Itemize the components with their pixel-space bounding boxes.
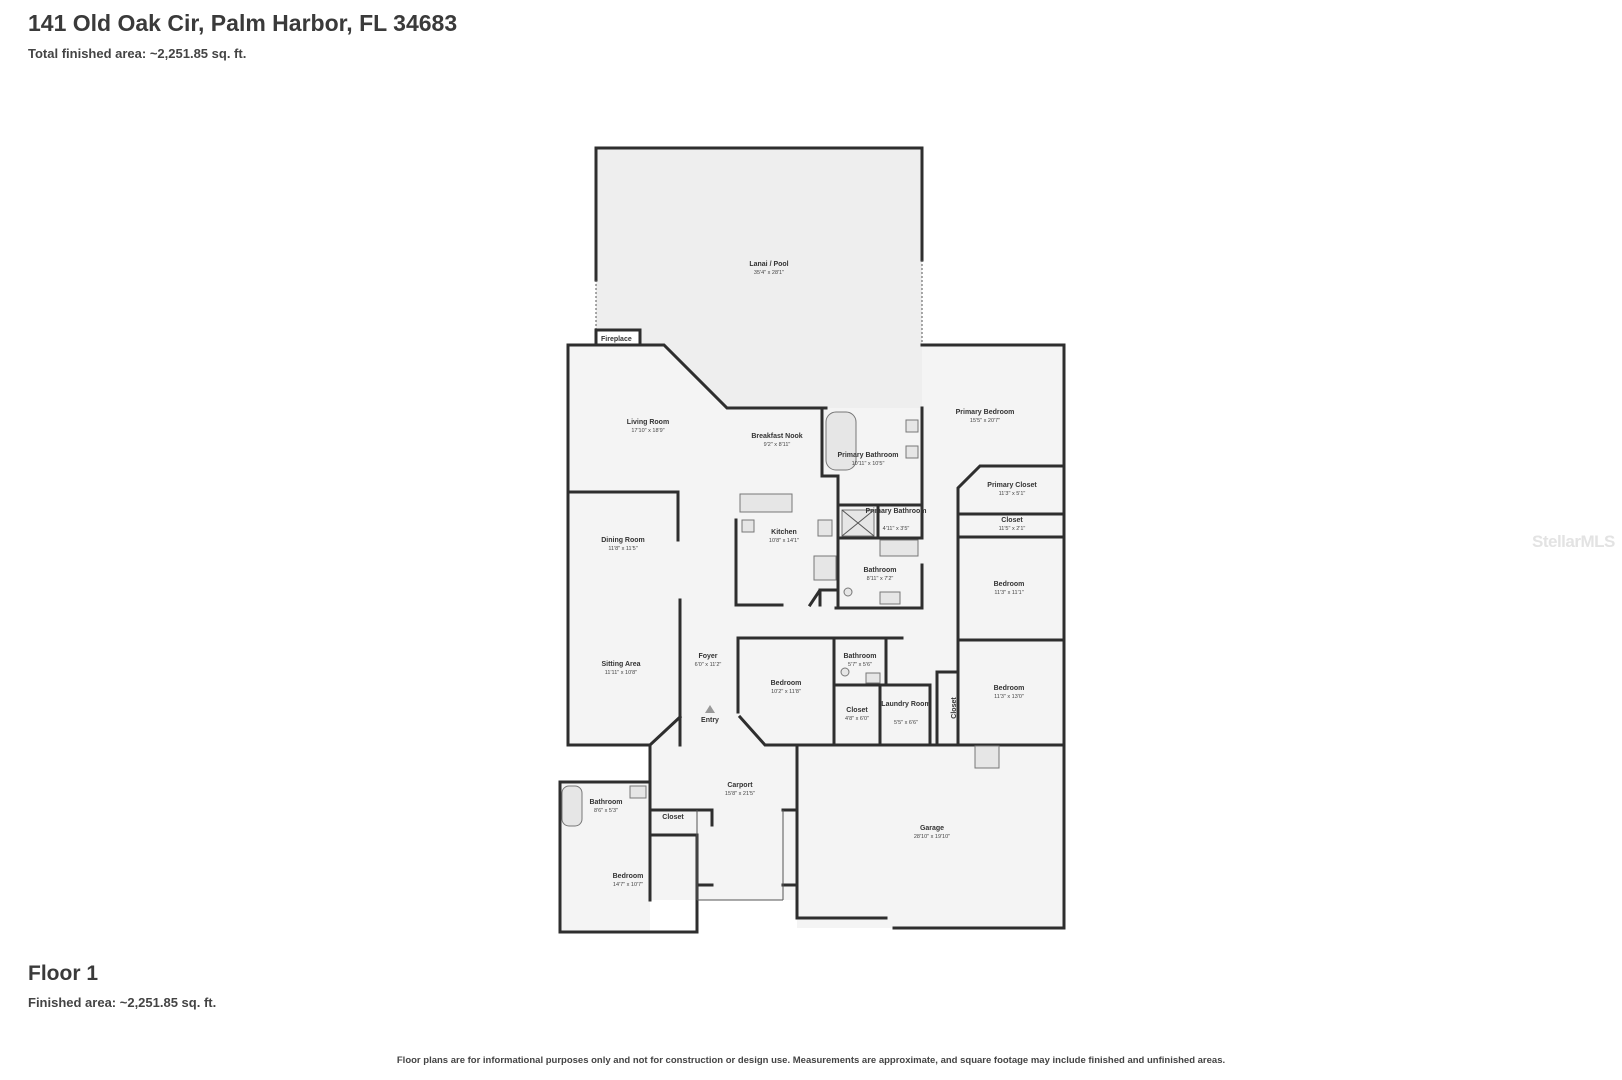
label-breakfast: Breakfast Nook: [751, 433, 802, 440]
dim-dining: 11'8" x 11'5": [608, 546, 637, 552]
dim-living: 17'10" x 18'9": [631, 428, 664, 434]
fireplace-label: Fireplace: [601, 336, 632, 343]
dim-kitchen: 10'8" x 14'1": [769, 538, 799, 544]
label-carport: Carport: [727, 782, 753, 789]
floor-title: Floor 1: [28, 962, 99, 985]
watermark-logo: StellarMLS: [1532, 532, 1615, 551]
dim-bedroom-a: 11'3" x 11'1": [994, 590, 1023, 596]
dim-closet-a: 11'5" x 2'1": [999, 526, 1026, 532]
label-living: Living Room: [627, 419, 669, 426]
dim-laundry: 5'5" x 6'6": [894, 720, 918, 726]
label-closet-b: Closet: [846, 707, 868, 714]
dim-bathroom-a: 8'11" x 7'2": [867, 576, 894, 582]
dim-bedroom-d: 14'7" x 10'7": [613, 882, 643, 888]
total-area-text: Total finished area: ~2,251.85 sq. ft.: [28, 46, 247, 61]
label-laundry: Laundry Room: [881, 701, 930, 708]
dim-foyer: 6'0" x 11'2": [695, 662, 722, 668]
dim-primary-bath2: 4'11" x 3'5": [883, 526, 910, 532]
label-sitting: Sitting Area: [601, 661, 640, 668]
dim-sitting: 11'11" x 10'8": [605, 670, 637, 676]
entry-arrow-icon: [705, 705, 715, 713]
interior-walls: [566, 406, 1066, 832]
fixtures: [561, 411, 1000, 827]
label-primary-bath2: Primary Bathroom: [865, 508, 926, 515]
dim-breakfast: 9'2" x 8'11": [764, 442, 791, 448]
label-bedroom-c: Bedroom: [994, 685, 1025, 692]
dim-lanai: 35'4" x 28'1": [754, 270, 784, 276]
dim-primary-bed: 15'5" x 20'7": [970, 418, 1000, 424]
dim-bedroom-c: 11'3" x 13'0": [994, 694, 1024, 700]
label-foyer: Foyer: [698, 653, 717, 660]
room-labels: Lanai / Pool 35'4" x 28'1" Living Room 1…: [589, 261, 1037, 888]
fireplace: Fireplace: [594, 328, 642, 347]
label-bathroom-c: Bathroom: [589, 799, 622, 806]
label-bedroom-d: Bedroom: [613, 873, 644, 880]
dim-closet-b: 4'8" x 6'0": [845, 716, 869, 722]
dim-primary-bath: 10'11" x 10'5": [852, 461, 885, 467]
label-bathroom-a: Bathroom: [863, 567, 896, 574]
disclaimer-text: Floor plans are for informational purpos…: [396, 1055, 1226, 1066]
label-primary-closet: Primary Closet: [987, 482, 1037, 489]
label-closet-c: Closet: [951, 697, 958, 719]
dim-carport: 15'8" x 21'5": [725, 791, 755, 797]
label-bedroom-b: Bedroom: [771, 680, 802, 687]
label-dining: Dining Room: [601, 537, 645, 544]
label-bedroom-a: Bedroom: [994, 581, 1025, 588]
label-closet-a: Closet: [1001, 517, 1023, 524]
label-bathroom-b: Bathroom: [843, 653, 876, 660]
house-floor: [560, 345, 1064, 932]
label-kitchen: Kitchen: [771, 529, 797, 536]
dim-bathroom-b: 5'7" x 5'6": [848, 662, 872, 668]
label-primary-bed: Primary Bedroom: [956, 409, 1015, 416]
label-closet-d: Closet: [662, 814, 684, 821]
floor-area-text: Finished area: ~2,251.85 sq. ft.: [28, 995, 217, 1010]
dim-bedroom-b: 10'2" x 11'8": [771, 689, 801, 695]
dim-garage: 28'10" x 19'10": [914, 834, 950, 840]
dim-primary-closet: 11'3" x 5'1": [999, 491, 1026, 497]
dim-bathroom-c: 8'6" x 5'3": [594, 808, 618, 814]
label-primary-bath: Primary Bathroom: [837, 452, 898, 459]
label-garage: Garage: [920, 825, 944, 832]
address-title: 141 Old Oak Cir, Palm Harbor, FL 34683: [28, 10, 458, 36]
label-entry: Entry: [701, 717, 719, 724]
label-lanai: Lanai / Pool: [749, 261, 788, 268]
